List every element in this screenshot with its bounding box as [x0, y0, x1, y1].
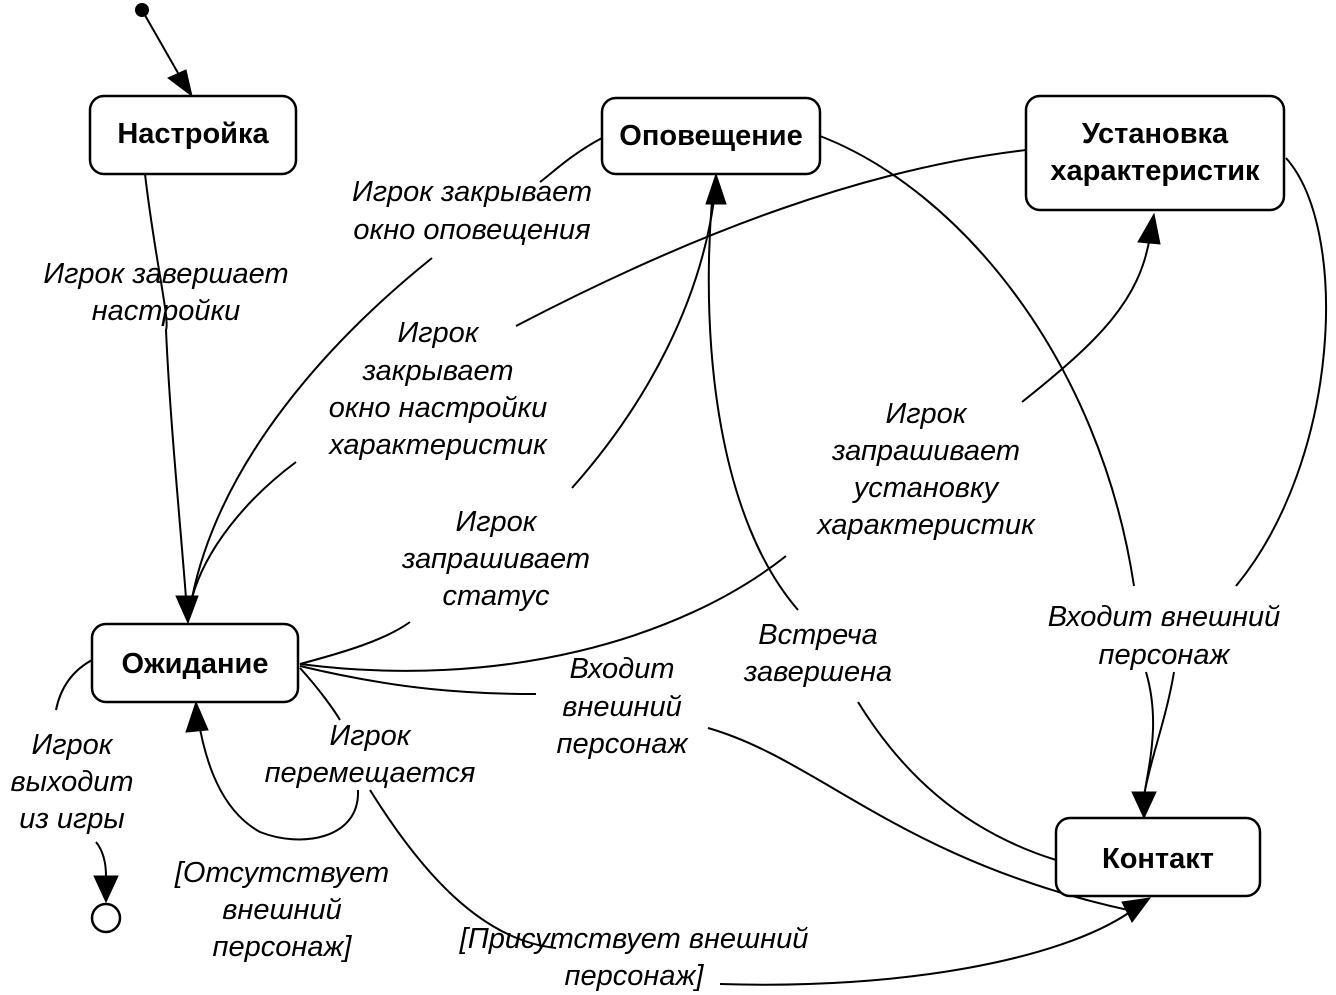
- edge-waiting-to-exit-arrowhead: [93, 875, 119, 904]
- edge-external-to-contact-arrowhead: [1131, 791, 1157, 820]
- label-external-enters-center-line-2: внешний: [562, 691, 682, 723]
- label-close-characteristics-line-2: закрывает: [361, 355, 513, 387]
- label-request-characteristics-line-1: Игрок: [886, 398, 968, 430]
- label-external-enters-right-line-2: персонаж: [1099, 639, 1231, 671]
- label-meeting-finished-line-1: Встреча: [758, 619, 877, 651]
- edge-waiting-to-exit: [55, 659, 107, 877]
- edge-characteristics-to-waiting: [191, 149, 1027, 599]
- edge-characteristics-to-contact: [1235, 157, 1327, 587]
- label-close-characteristics-line-3: окно настройки: [329, 392, 548, 424]
- edge-waiting-self-loop-arrowhead: [185, 700, 209, 733]
- label-guard-absent: [Отсутствует внешний персонаж]: [174, 857, 389, 963]
- label-external-enters-center-line-1: Входит: [570, 653, 675, 685]
- label-request-status: Игрок запрашивает статус: [401, 506, 590, 612]
- label-player-exits: Игрок выходит из игры: [10, 729, 133, 835]
- label-external-enters-center-line-3: персонаж: [557, 728, 689, 760]
- edge-waiting-to-contact-guard: [369, 789, 1131, 986]
- label-meeting-finished: Встреча завершена: [743, 619, 892, 688]
- label-close-notification-line-2: окно оповещения: [353, 214, 590, 246]
- edge-waiting-to-contact-arrowhead: [1121, 897, 1152, 923]
- label-external-enters-center: Входит внешний персонаж: [557, 653, 689, 760]
- label-player-moves-line-2: перемещается: [265, 757, 476, 789]
- label-request-status-line-1: Игрок: [456, 506, 538, 538]
- label-guard-present-line-2: персонаж]: [565, 960, 705, 992]
- state-characteristics: Установка характеристик: [1024, 94, 1286, 212]
- state-setup: Настройка: [88, 94, 298, 176]
- edge-waiting-to-characteristics-arrowhead: [1137, 212, 1161, 245]
- edge-setup-to-waiting: [144, 173, 187, 599]
- label-request-characteristics-line-2: запрашивает: [831, 435, 1020, 467]
- state-contact-label: Контакт: [1102, 843, 1214, 875]
- state-waiting-label: Ожидание: [122, 648, 269, 680]
- edge-waiting-to-contact-center: [299, 665, 1129, 911]
- edge-external-to-contact: [1143, 671, 1175, 797]
- edge-initial-to-setup: [141, 9, 183, 81]
- label-request-characteristics-line-4: характеристик: [815, 509, 1036, 541]
- state-contact: Контакт: [1054, 816, 1262, 898]
- label-finish-setup-line-1: Игрок завершает: [43, 258, 288, 290]
- edge-waiting-to-notification: [299, 199, 715, 665]
- edge-waiting-to-notification-arrowhead: [705, 172, 727, 205]
- label-guard-absent-line-1: [Отсутствует: [174, 857, 389, 889]
- edge-initial-arrowhead: [167, 69, 193, 98]
- label-request-characteristics: Игрок запрашивает установку характеристи…: [815, 398, 1036, 541]
- label-request-status-line-3: статус: [443, 580, 550, 612]
- label-player-moves-line-1: Игрок: [330, 720, 412, 752]
- state-setup-label: Настройка: [117, 118, 269, 150]
- state-notification: Оповещение: [600, 96, 822, 176]
- state-notification-label: Оповещение: [619, 120, 802, 152]
- label-player-exits-line-3: из игры: [19, 803, 125, 835]
- label-close-characteristics-line-1: Игрок: [398, 317, 480, 349]
- label-external-enters-right-line-1: Входит внешний: [1048, 601, 1281, 633]
- label-close-notification: Игрок закрывает окно оповещения: [352, 176, 592, 246]
- label-meeting-finished-line-2: завершена: [743, 656, 892, 688]
- edge-notification-to-waiting: [191, 137, 603, 599]
- label-finish-setup: Игрок завершает настройки: [43, 258, 288, 327]
- final-state-circle: [90, 902, 122, 934]
- edge-waiting-to-characteristics: [299, 235, 1151, 672]
- state-waiting: Ожидание: [90, 622, 300, 704]
- edge-setup-to-waiting-arrowhead: [175, 595, 199, 625]
- label-player-exits-line-2: выходит: [10, 766, 133, 798]
- label-close-characteristics: Игрок закрывает окно настройки характери…: [327, 317, 548, 461]
- label-request-status-line-2: запрашивает: [401, 543, 590, 575]
- edge-waiting-to-player-moves: [299, 667, 341, 721]
- label-player-exits-line-1: Игрок: [32, 729, 114, 761]
- state-characteristics-label-1: Установка: [1082, 118, 1229, 150]
- label-close-notification-line-1: Игрок закрывает: [352, 176, 592, 208]
- label-guard-present: [Присутствует внешний персонаж]: [459, 923, 809, 992]
- label-guard-present-line-1: [Присутствует внешний: [459, 923, 809, 955]
- state-characteristics-label-2: характеристик: [1050, 155, 1260, 187]
- label-finish-setup-line-2: настройки: [92, 295, 241, 327]
- label-external-enters-right: Входит внешний персонаж: [1048, 601, 1281, 671]
- edge-notification-to-contact: [819, 135, 1135, 587]
- label-player-moves: Игрок перемещается: [265, 720, 476, 789]
- label-guard-absent-line-3: персонаж]: [213, 931, 353, 963]
- edge-waiting-self-loop: [197, 717, 360, 841]
- label-request-characteristics-line-3: установку: [852, 472, 1000, 504]
- label-guard-absent-line-2: внешний: [222, 894, 342, 926]
- label-close-characteristics-line-4: характеристик: [327, 429, 548, 461]
